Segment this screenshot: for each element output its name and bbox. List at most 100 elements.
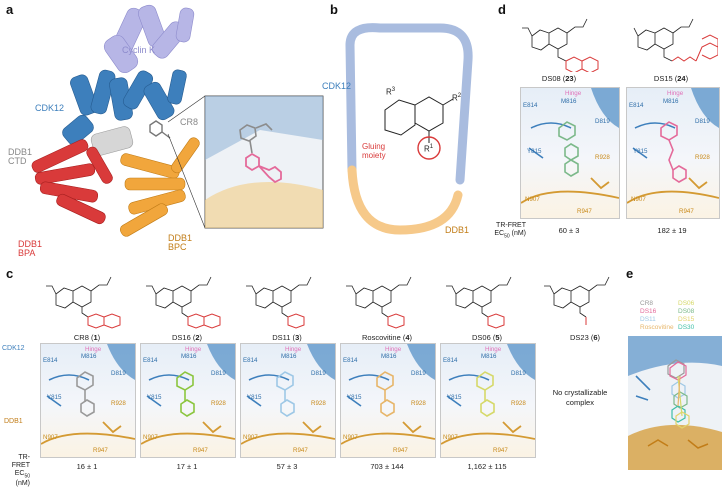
label-r1: R1: [424, 143, 433, 154]
d-close-24: ): [685, 74, 689, 83]
d-ec50-sub: 50: [504, 233, 510, 240]
c5-residue-m816: M816: [481, 353, 497, 360]
c1-residue-r947: R947: [93, 447, 108, 454]
panel-b-schematic: [345, 23, 473, 235]
d23-r947: R947: [577, 208, 592, 215]
d-structure-24: Hinge M816 E814 D819 Y815 R928 N907 R947: [626, 87, 720, 219]
label-cr8-a: CR8: [180, 117, 199, 127]
c5-residue-y815: Y815: [447, 394, 462, 401]
d24-r928: R928: [695, 154, 710, 161]
e-legend-item: DS08: [678, 308, 695, 315]
c3-residue-e814: E814: [243, 357, 258, 364]
d24-hinge: Hinge: [667, 90, 684, 97]
r1-text: R: [424, 144, 430, 154]
c1-residue-n907: N907: [43, 434, 58, 441]
c-close-6: ): [597, 333, 601, 342]
d23-r928: R928: [595, 154, 610, 161]
d24-m816: M816: [663, 98, 679, 105]
c4-residue-e814: E814: [343, 357, 358, 364]
c-close-2: ): [199, 333, 203, 342]
c5-residue-hinge: Hinge: [485, 346, 502, 353]
r3-sup: 3: [391, 87, 396, 93]
c-compound-label-5: DS06 (5): [440, 333, 534, 342]
c-compound-label-6: DS23 (6): [538, 333, 632, 342]
d23-n907: N907: [525, 196, 540, 203]
c2-residue-r947: R947: [193, 447, 208, 454]
c-num-5: 5: [495, 333, 500, 342]
c4-residue-r947: R947: [393, 447, 408, 454]
c4-residue-y815: Y815: [347, 394, 362, 401]
d-ec50: EC: [494, 230, 505, 237]
r2-sup: 2: [457, 93, 462, 99]
c-name-6: DS23 (: [569, 333, 594, 342]
c-close-1: ): [97, 333, 101, 342]
c2-residue-r928: R928: [211, 400, 226, 407]
c-close-3: ): [299, 333, 302, 342]
label-ddb1-bpc: DDB1 BPC: [168, 233, 193, 252]
d-structure-23: Hinge M816 E814 D819 Y815 R928 N907 R947: [520, 87, 620, 219]
c-molecule-2: [146, 276, 221, 329]
c3-residue-hinge: Hinge: [285, 346, 302, 353]
e-legend-item: DS16: [640, 308, 657, 315]
c-compound-label-2: DS16 (2): [140, 333, 234, 342]
d23-m816: M816: [561, 98, 577, 105]
c-molecule-4: [346, 276, 412, 329]
e-legend-item: DS15: [678, 316, 695, 323]
c-compound-label-3: DS11 (3): [240, 333, 334, 342]
c-num-6: 6: [593, 333, 598, 342]
c5-residue-r928: R928: [511, 400, 526, 407]
c3-residue-d819: D819: [311, 370, 326, 377]
panel-e-letter: e: [626, 266, 634, 281]
d-num-24: 24: [677, 74, 686, 83]
d24-r947: R947: [679, 208, 694, 215]
label-r2: R2: [452, 92, 461, 103]
c-ec50-value-3: 57 ± 3: [276, 462, 298, 471]
c1-residue-y815: Y815: [47, 394, 62, 401]
d-ec50-24: 182 ± 19: [657, 226, 687, 235]
c3-residue-m816: M816: [281, 353, 297, 360]
panel-c-letter: c: [6, 266, 14, 281]
c-side-cdk12: CDK12: [2, 345, 25, 352]
c3-residue-n907: N907: [243, 434, 258, 441]
panel-a-structure: [31, 4, 324, 237]
c-num-1: 1: [93, 333, 98, 342]
e-legend-item: CR8: [640, 300, 654, 307]
e-legend-item: DS30: [678, 324, 695, 331]
d-compound-23-label: DS08 (23): [524, 74, 594, 83]
c-compound-label-4: Roscovitine (4): [340, 333, 434, 342]
c-num-4: 4: [405, 333, 410, 342]
c-name-4: Roscovitine (: [361, 333, 406, 342]
d-name-24: DS15 (: [653, 74, 678, 83]
c-name-5: DS06 (: [471, 333, 496, 342]
d-ec50-line: EC50 (nM): [490, 230, 526, 240]
c-ec50: EC: [14, 470, 25, 477]
d-ec50-unit: (nM): [511, 230, 526, 237]
c-num-3: 3: [295, 333, 300, 342]
c-num-2: 2: [195, 333, 200, 342]
c4-residue-r928: R928: [411, 400, 426, 407]
c2-residue-hinge: Hinge: [185, 346, 202, 353]
c-molecule-1: [46, 276, 121, 329]
c-molecule-3: [246, 276, 312, 329]
d23-hinge: Hinge: [565, 90, 582, 97]
label-cyclin-k: Cyclin K: [122, 45, 156, 55]
r1-sup: 1: [429, 144, 434, 150]
c4-residue-d819: D819: [411, 370, 426, 377]
c-ec50-line: EC50 (nM): [2, 470, 30, 488]
label-ddb1-ctd: DDB1 CTD: [8, 147, 33, 166]
c1-residue-m816: M816: [81, 353, 97, 360]
c5-residue-r947: R947: [493, 447, 508, 454]
c-ec50-value-1: 16 ± 1: [76, 462, 98, 471]
c5-residue-n907: N907: [443, 434, 458, 441]
c-ec50-value-5: 1,162 ± 115: [467, 462, 507, 471]
c-ec50-sub: 50: [24, 473, 30, 480]
e-legend-item: Roscovitine: [640, 324, 674, 331]
e-legend-item: DS06: [678, 300, 695, 307]
r2-text: R: [452, 93, 458, 103]
c-compound-label-1: CR8 (1): [40, 333, 134, 342]
d-ec50-23: 60 ± 3: [558, 226, 580, 235]
r3-text: R: [386, 87, 392, 97]
